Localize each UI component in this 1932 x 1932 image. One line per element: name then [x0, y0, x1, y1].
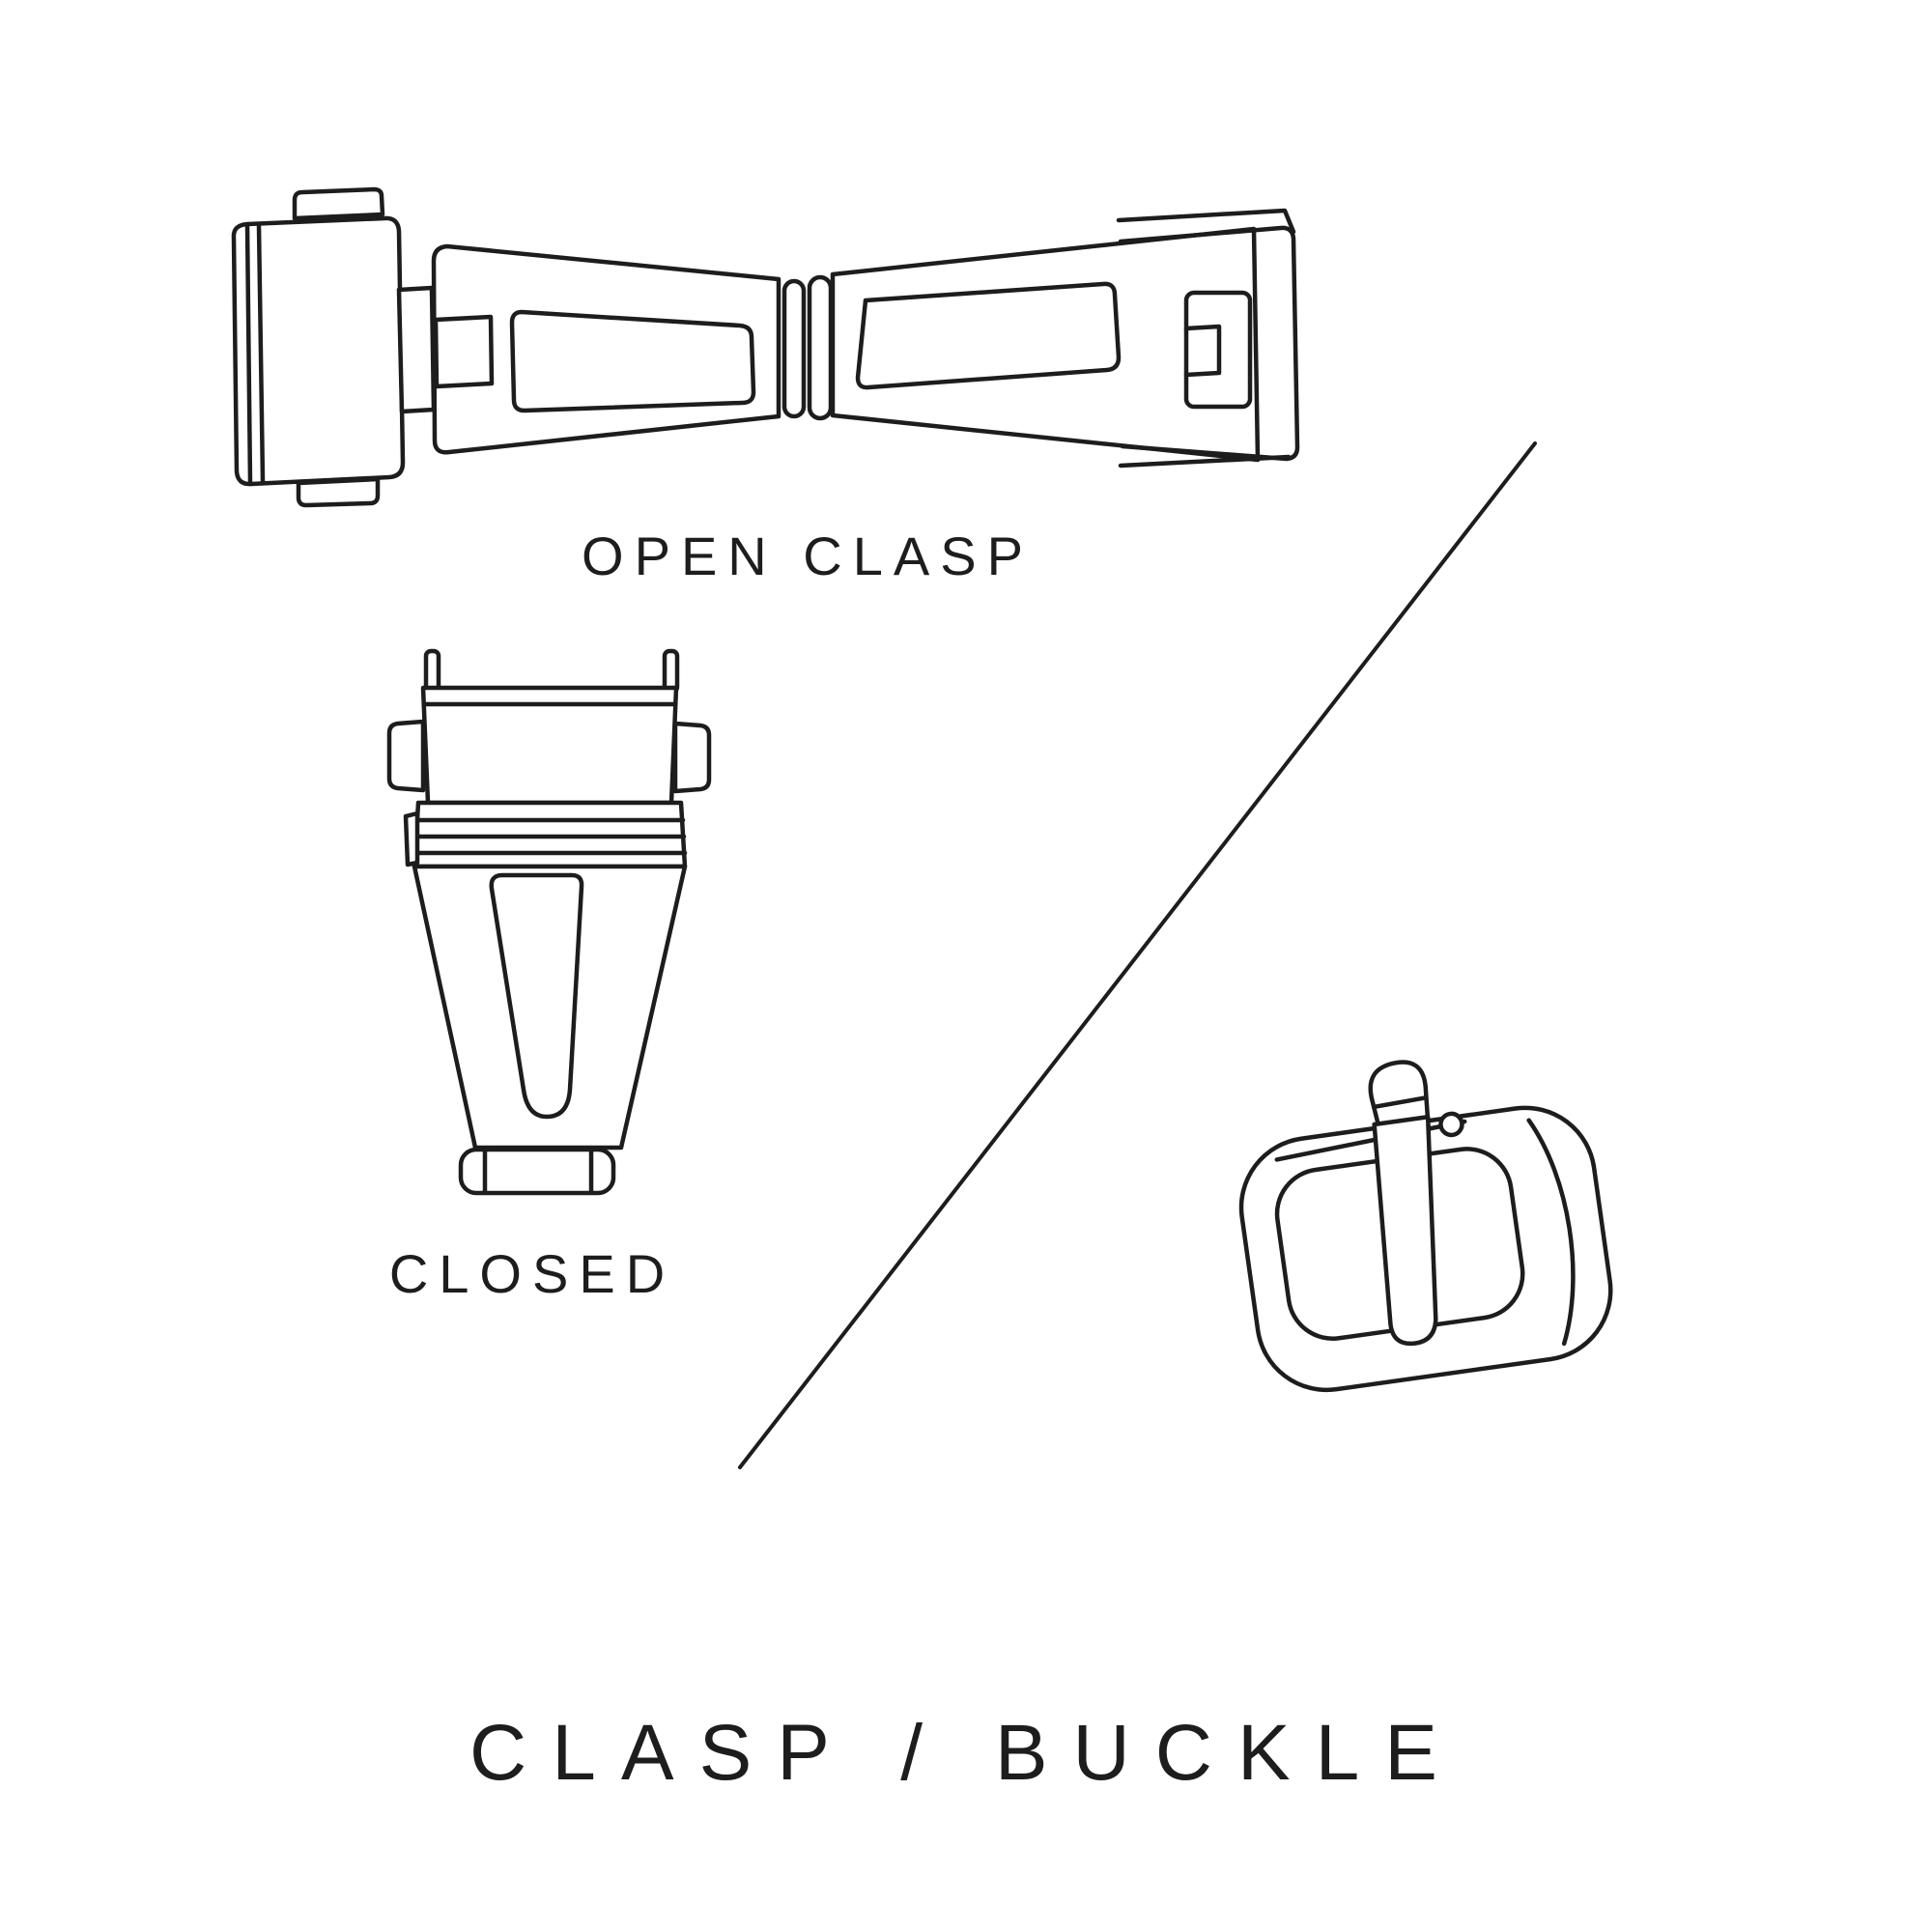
open-clasp-caption: OPEN CLASP: [582, 526, 1034, 586]
closed-clasp-illustration: [386, 648, 712, 1196]
page-title: CLASP / BUCKLE: [469, 1709, 1463, 1797]
closed-clasp-caption: CLOSED: [388, 1243, 676, 1304]
tang-buckle-illustration: [1238, 1060, 1613, 1393]
diagonal-divider-line: [738, 441, 1537, 1469]
open-clasp-illustration: [231, 186, 1300, 508]
